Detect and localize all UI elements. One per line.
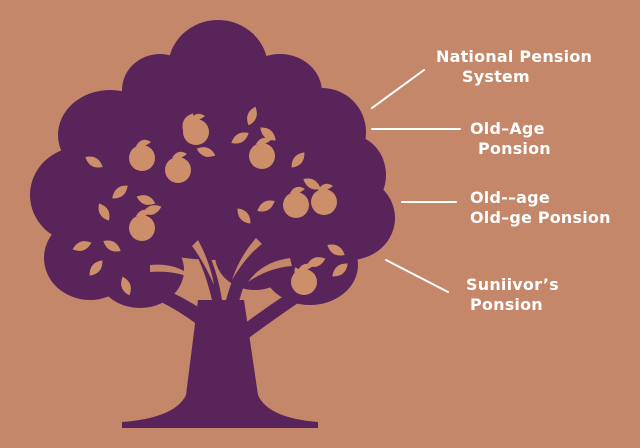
label-line: Old–ge Ponsion [470, 208, 611, 227]
leaf-icon [294, 267, 306, 285]
leaf-icon [303, 178, 321, 190]
leaf-icon [306, 257, 326, 267]
leaf-icon [332, 263, 348, 277]
leaf-icon [231, 132, 249, 144]
fruits-group [129, 113, 337, 295]
leaves-group [72, 106, 348, 296]
fruit-icon [283, 192, 309, 218]
leaf-icon [260, 127, 276, 141]
leaf-icon [196, 147, 216, 157]
label-line: System [462, 67, 530, 86]
leaf-icon [98, 203, 110, 221]
label-line: Ponsion [478, 139, 551, 158]
fruit-icon [165, 157, 191, 183]
leaf-icon [247, 106, 257, 126]
fruit-leaf-icon [172, 151, 187, 159]
leaf-icon [142, 205, 162, 215]
label-national-pension-system: National Pension System [436, 47, 592, 87]
leader-line-national-pension [371, 69, 425, 109]
leaf-icon [237, 208, 251, 224]
leaf-icon [136, 195, 156, 205]
leaf-icon [291, 152, 305, 168]
leaf-icon [89, 260, 103, 276]
leaf-icon [72, 241, 92, 251]
label-old-age-pension: Old–Age Ponsion [470, 119, 551, 159]
fruit-leaf-icon [256, 137, 271, 145]
label-line: National Pension [436, 47, 593, 66]
fruit-icon [129, 145, 155, 171]
label-line: Old-–age [470, 188, 550, 207]
leaf-icon [85, 156, 103, 168]
label-line: Old–Age [470, 119, 545, 138]
fruit-leaf-icon [290, 186, 305, 194]
label-line: Suniivor’s [466, 275, 559, 294]
leaf-icon [182, 113, 194, 131]
leader-line-survivors [385, 259, 449, 293]
fruit-leaf-icon [136, 139, 151, 147]
fruit-icon [129, 215, 155, 241]
leaf-icon [257, 200, 275, 212]
branch-gaps [150, 238, 292, 285]
leaf-icon [103, 240, 121, 252]
label-survivors-pension: Suniivor’s Ponsion [466, 275, 559, 315]
fruit-leaf-icon [190, 113, 205, 121]
leaf-icon [112, 185, 128, 199]
fruit-icon [311, 189, 337, 215]
leaf-icon [121, 276, 131, 296]
label-line: Ponsion [470, 295, 543, 314]
leader-lines [371, 69, 461, 293]
label-old-age-old-ge-pension: Old-–age Old–ge Ponsion [470, 188, 611, 228]
leaf-icon [327, 244, 345, 256]
fruit-leaf-icon [318, 183, 333, 191]
fruit-icon [249, 143, 275, 169]
